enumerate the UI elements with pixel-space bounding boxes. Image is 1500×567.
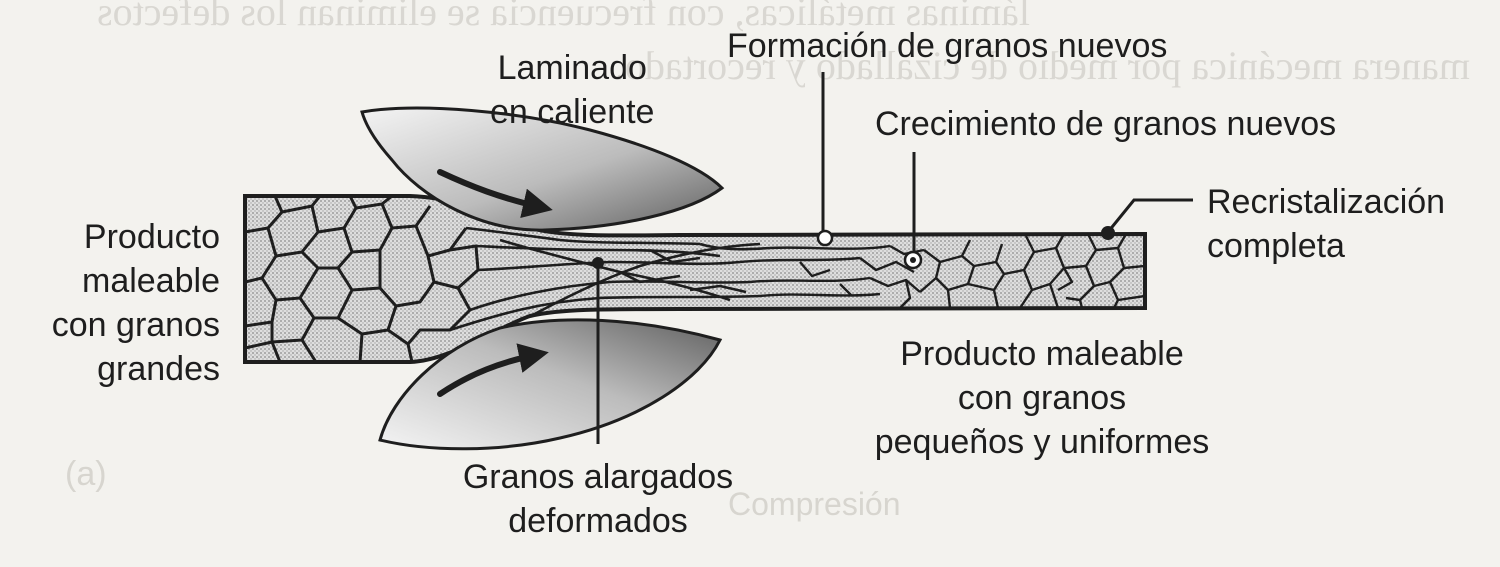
metal-strip [243,194,1147,364]
label-hot-rolling: Laminado en caliente [490,46,654,134]
label-recrystallization-line-2: completa [1207,227,1345,265]
elongated-grains-point [592,257,604,269]
top-roller-rotation-arrow [437,169,553,218]
label-small-grains-line-2: con granos [957,379,1127,417]
small-grains [1003,233,1145,309]
label-new-grains-formation: Formación de granos nuevos [727,27,1168,65]
label-large-grains-line-1: Producto [83,218,220,256]
label-recrystallization: Recristalización completa [1207,180,1445,268]
label-small-grains-line-1: Producto maleable [900,335,1184,373]
label-large-grains-line-3: con granos [51,306,220,344]
nucleus-formation-marker [816,229,834,247]
label-new-grains-growth: Crecimiento de granos nuevos [875,105,1337,143]
leader-lines [596,72,1193,444]
bottom-roller-rotation-arrow [437,343,549,397]
label-large-grains-product: Producto maleable con granos grandes [40,215,220,391]
recrystallization-point [1101,226,1115,240]
label-small-grains-line-3: pequeños y uniformes [874,423,1210,461]
new-grains-zone [739,239,1006,309]
large-grains [245,196,480,362]
label-large-grains-line-4: grandes [97,350,220,388]
label-small-grains-product: Producto maleable con granos pequeños y … [856,332,1228,464]
label-hot-rolling-line-2: en caliente [490,93,655,131]
leader-recrystallization [1106,198,1193,233]
label-elongated-grains-line-2: deformados [508,502,688,540]
label-elongated-grains-line-1: Granos alargados [462,458,734,496]
top-roller [360,106,725,232]
label-elongated-grains: Granos alargados deformados [448,455,748,543]
label-recrystallization-line-1: Recristalización [1207,183,1446,221]
label-large-grains-line-2: maleable [82,262,220,300]
elongated-grains [449,226,771,332]
label-hot-rolling-line-1: Laminado [497,49,647,87]
bottom-roller [378,318,723,451]
